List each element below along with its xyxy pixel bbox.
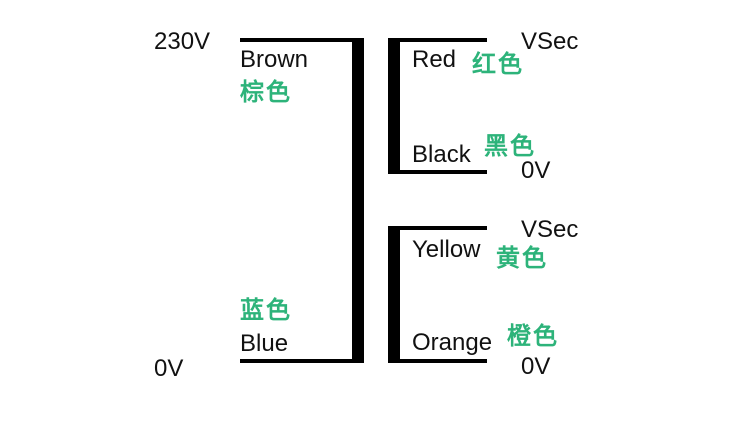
- secondary-1-top-voltage-label: VSec: [521, 28, 579, 55]
- secondary-1-bottom-wire-cn-label: 黑色: [484, 132, 536, 160]
- secondary-2-bottom-wire-label: Orange: [412, 329, 493, 356]
- secondary-2-top-voltage-label: VSec: [521, 216, 579, 243]
- secondary-2-top-wire-cn-label: 黄色: [496, 244, 548, 272]
- primary-top-voltage-label: 230V: [154, 28, 211, 55]
- secondary-2-top-wire-label: Yellow: [412, 236, 481, 263]
- secondary-1-bottom-voltage-label: 0V: [521, 157, 551, 184]
- secondary-2-bottom-voltage-label: 0V: [521, 353, 551, 380]
- primary-bottom-voltage-label: 0V: [154, 355, 184, 382]
- secondary-2-winding-bar: [388, 226, 400, 363]
- secondary-1-winding-bar: [388, 38, 400, 174]
- primary-winding-bar: [352, 38, 364, 363]
- secondary-1-top-wire-cn-label: 红色: [472, 50, 524, 78]
- secondary-1-top-wire-label: Red: [412, 46, 457, 73]
- primary-top-wire-label: Brown: [240, 46, 309, 73]
- secondary-1-bottom-wire-label: Black: [412, 141, 471, 168]
- primary-bottom-wire-label: Blue: [240, 330, 289, 357]
- primary-bottom-wire-cn-label: 蓝色: [240, 296, 292, 324]
- secondary-2-bottom-wire-cn-label: 橙色: [507, 322, 559, 350]
- primary-top-wire-cn-label: 棕色: [240, 78, 292, 106]
